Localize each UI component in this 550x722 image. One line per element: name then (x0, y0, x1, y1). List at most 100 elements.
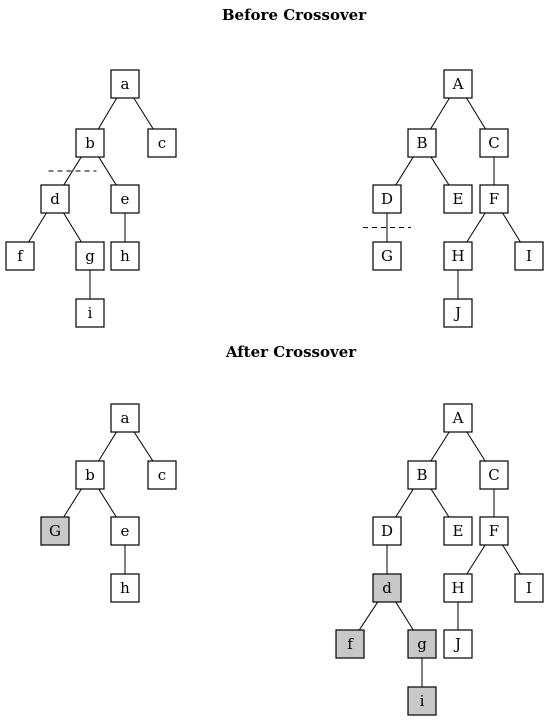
node-before-left-e: e (110, 184, 140, 214)
node-label: a (121, 409, 130, 427)
node-box (5, 241, 35, 271)
node-label: a (121, 75, 130, 93)
node-label: g (417, 635, 427, 653)
node-box (147, 460, 177, 490)
node-before-right-D: D (372, 184, 402, 214)
node-before-right-G: G (372, 241, 402, 271)
node-box (110, 241, 140, 271)
node-after-left-b: b (75, 460, 105, 490)
node-label: c (158, 466, 166, 484)
node-before-right-I: I (514, 241, 544, 271)
node-after-right-F: F (479, 516, 509, 546)
node-label: f (347, 635, 354, 653)
node-label: i (88, 304, 93, 322)
node-after-right-B: B (407, 460, 437, 490)
node-label: J (453, 635, 461, 653)
node-before-left-g: g (75, 241, 105, 271)
node-before-right-E: E (443, 184, 473, 214)
node-box (40, 184, 70, 214)
node-label: b (85, 134, 95, 152)
node-label: I (526, 247, 532, 265)
node-label: D (381, 190, 393, 208)
node-box (75, 241, 105, 271)
node-before-right-J: J (443, 298, 473, 328)
node-after-right-D: D (372, 516, 402, 546)
node-label: d (382, 579, 392, 597)
node-box (372, 184, 402, 214)
node-label: B (416, 134, 427, 152)
node-after-right-f: f (335, 629, 365, 659)
node-before-right-F: F (479, 184, 509, 214)
node-box (407, 128, 437, 158)
node-label: d (50, 190, 60, 208)
node-label: e (121, 190, 130, 208)
swapped-node-box (372, 573, 402, 603)
node-box (443, 241, 473, 271)
node-label: e (121, 522, 130, 540)
node-box (443, 403, 473, 433)
node-before-right-B: B (407, 128, 437, 158)
node-label: B (416, 466, 427, 484)
node-label: f (17, 247, 24, 265)
node-label: C (488, 466, 499, 484)
node-label: G (381, 247, 393, 265)
node-box (75, 128, 105, 158)
node-box (75, 298, 105, 328)
node-label: g (85, 247, 95, 265)
node-box (110, 184, 140, 214)
node-label: H (451, 579, 464, 597)
node-box (479, 184, 509, 214)
node-label: E (453, 190, 464, 208)
node-after-right-H: H (443, 573, 473, 603)
node-after-right-i: i (407, 686, 437, 716)
node-box (443, 184, 473, 214)
node-box (443, 298, 473, 328)
node-before-left-f: f (5, 241, 35, 271)
node-label: c (158, 134, 166, 152)
node-before-left-b: b (75, 128, 105, 158)
node-before-left-i: i (75, 298, 105, 328)
node-label: h (120, 579, 130, 597)
node-box (443, 629, 473, 659)
node-after-right-C: C (479, 460, 509, 490)
node-box (372, 516, 402, 546)
node-label: H (451, 247, 464, 265)
node-after-left-e: e (110, 516, 140, 546)
node-after-right-A: A (443, 403, 473, 433)
node-box (110, 403, 140, 433)
node-before-left-a: a (110, 69, 140, 99)
edges-layer (19, 83, 530, 701)
node-label: D (381, 522, 393, 540)
node-label: b (85, 466, 95, 484)
node-box (75, 460, 105, 490)
node-box (147, 128, 177, 158)
node-box (479, 516, 509, 546)
node-box (110, 573, 140, 603)
swapped-node-box (407, 629, 437, 659)
node-before-left-h: h (110, 241, 140, 271)
swapped-node-box (40, 516, 70, 546)
node-before-right-C: C (479, 128, 509, 158)
node-box (443, 516, 473, 546)
swapped-node-box (335, 629, 365, 659)
node-box (514, 241, 544, 271)
node-after-left-c: c (147, 460, 177, 490)
node-label: J (453, 304, 461, 322)
node-after-right-J: J (443, 629, 473, 659)
node-label: F (489, 522, 499, 540)
node-before-right-A: A (443, 69, 473, 99)
node-label: E (453, 522, 464, 540)
node-after-left-h: h (110, 573, 140, 603)
node-after-right-g: g (407, 629, 437, 659)
swapped-node-box (407, 686, 437, 716)
node-label: I (526, 579, 532, 597)
node-after-right-d: d (372, 573, 402, 603)
node-box (407, 460, 437, 490)
after-crossover-title: After Crossover (225, 343, 357, 361)
node-box (110, 516, 140, 546)
node-after-right-E: E (443, 516, 473, 546)
node-box (514, 573, 544, 603)
node-after-left-G: G (40, 516, 70, 546)
